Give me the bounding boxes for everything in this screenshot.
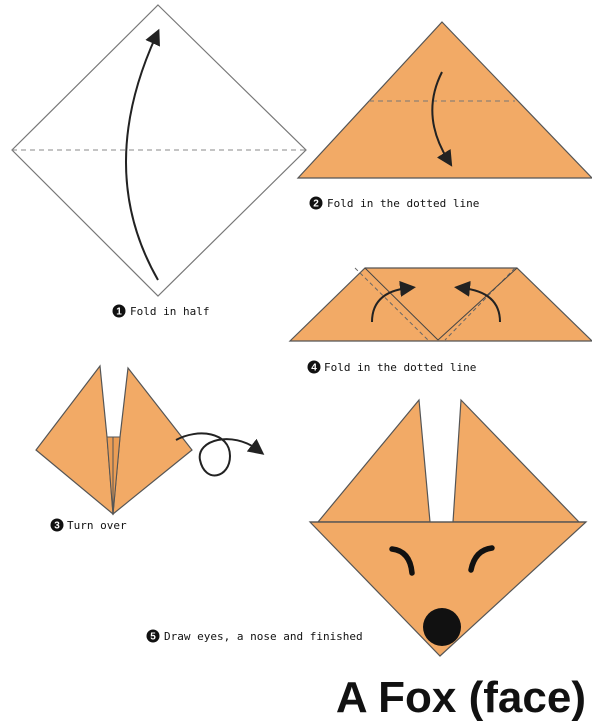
step-4-caption: 4 Fold in the dotted line: [307, 360, 476, 374]
step-1-fold-arrow: [125, 28, 160, 281]
step-4-crease-left: [364, 267, 439, 341]
step-1-caption: 1 Fold in half: [112, 304, 209, 318]
fox-nose: [423, 608, 461, 646]
step-3-caption: 3 Turn over: [50, 518, 127, 532]
step-5-fox-face: [308, 398, 588, 657]
step-5-label: Draw eyes, a nose and finished: [164, 630, 363, 643]
step-1-number: 1: [116, 307, 122, 318]
step-4-fold-arrow-right: [454, 280, 501, 323]
step-4-fold-line-left: [354, 267, 429, 341]
step-4-number-badge: [307, 360, 321, 374]
fox-left-ear: [316, 398, 431, 523]
step-3-left-ear: [35, 364, 114, 516]
step-1-label: Fold in half: [130, 305, 209, 318]
step-2-caption: 2 Fold in the dotted line: [309, 196, 479, 210]
step-5-number-badge: [146, 629, 160, 643]
step-2-fold-arrow: [431, 71, 453, 167]
step-2-number-badge: [309, 196, 323, 210]
step-2-diagram: [296, 21, 592, 179]
step-4-diagram: [288, 267, 592, 342]
step-4-label: Fold in the dotted line: [324, 361, 476, 374]
step-1-number-badge: [112, 304, 126, 318]
step-5-caption: 5 Draw eyes, a nose and finished: [146, 629, 363, 643]
step-4-paper-trapezoid: [288, 267, 592, 342]
step-3-number-badge: [50, 518, 64, 532]
step-5-number: 5: [150, 632, 156, 643]
step-3-number: 3: [54, 521, 60, 532]
step-2-number: 2: [313, 199, 319, 210]
step-2-label: Fold in the dotted line: [327, 197, 479, 210]
step-3-label: Turn over: [67, 519, 127, 532]
step-3-right-ear: [112, 366, 193, 516]
step-4-fold-arrow-left: [371, 280, 416, 323]
step-2-paper-triangle: [296, 21, 592, 179]
step-3-turn-over-arrow: [175, 432, 265, 477]
step-4-crease-right: [437, 267, 518, 341]
step-1-diagram: [11, 4, 307, 297]
fox-left-eye: [389, 546, 415, 576]
fox-right-ear: [452, 398, 581, 523]
page-title: A Fox (face): [336, 673, 586, 722]
step-3-diagram: [35, 364, 265, 516]
step-4-number: 4: [311, 363, 317, 374]
fox-right-eye: [468, 545, 495, 573]
